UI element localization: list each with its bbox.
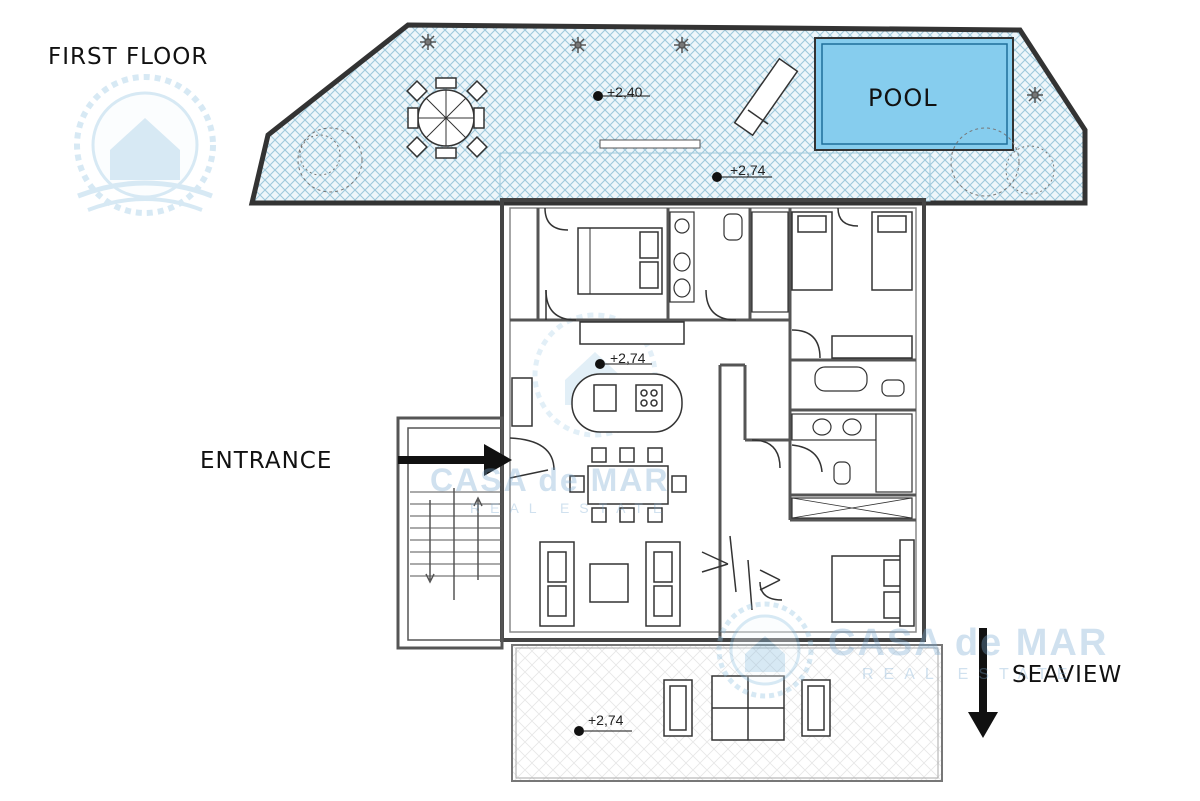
staircase (396, 416, 504, 650)
bathroom-fixtures-top (669, 211, 789, 313)
bed-master (577, 227, 663, 295)
bathroom-right (791, 366, 913, 519)
kitchen-island (511, 321, 685, 433)
watermark-logo-right (716, 601, 814, 699)
elevation-label: +2,74 (588, 712, 624, 728)
bed-bottom-right (831, 539, 915, 627)
entrance-label: ENTRANCE (200, 448, 333, 474)
terrace-dining-table (406, 77, 488, 159)
sun-lounger (733, 57, 799, 137)
elevation-label: +2,40 (607, 84, 643, 100)
doors (509, 207, 859, 601)
elevation-label: +2,74 (610, 350, 646, 366)
elevation-markers (574, 91, 722, 736)
watermark-logo-left (74, 74, 216, 216)
entrance-arrow (398, 444, 512, 476)
lower-terrace (511, 644, 943, 782)
dining-table (569, 447, 687, 523)
plant-icon (420, 34, 1043, 103)
pool-label: POOL (868, 84, 938, 112)
twin-beds (791, 211, 913, 359)
floor-title: FIRST FLOOR (48, 44, 209, 70)
watermark-subtitle: REAL ESTATE (862, 666, 1078, 683)
pool (814, 37, 1014, 151)
interior-walls (510, 208, 916, 640)
watermark-brand: CASA de MAR (430, 462, 670, 498)
seaview-label: SEAVIEW (1012, 662, 1123, 688)
living-room-sofas (539, 541, 681, 627)
watermark-brand: CASA de MAR (828, 622, 1109, 664)
elevation-label: +2,74 (730, 162, 766, 178)
watermark-subtitle: REAL ESTATE (470, 500, 673, 516)
seaview-arrow (968, 628, 998, 738)
